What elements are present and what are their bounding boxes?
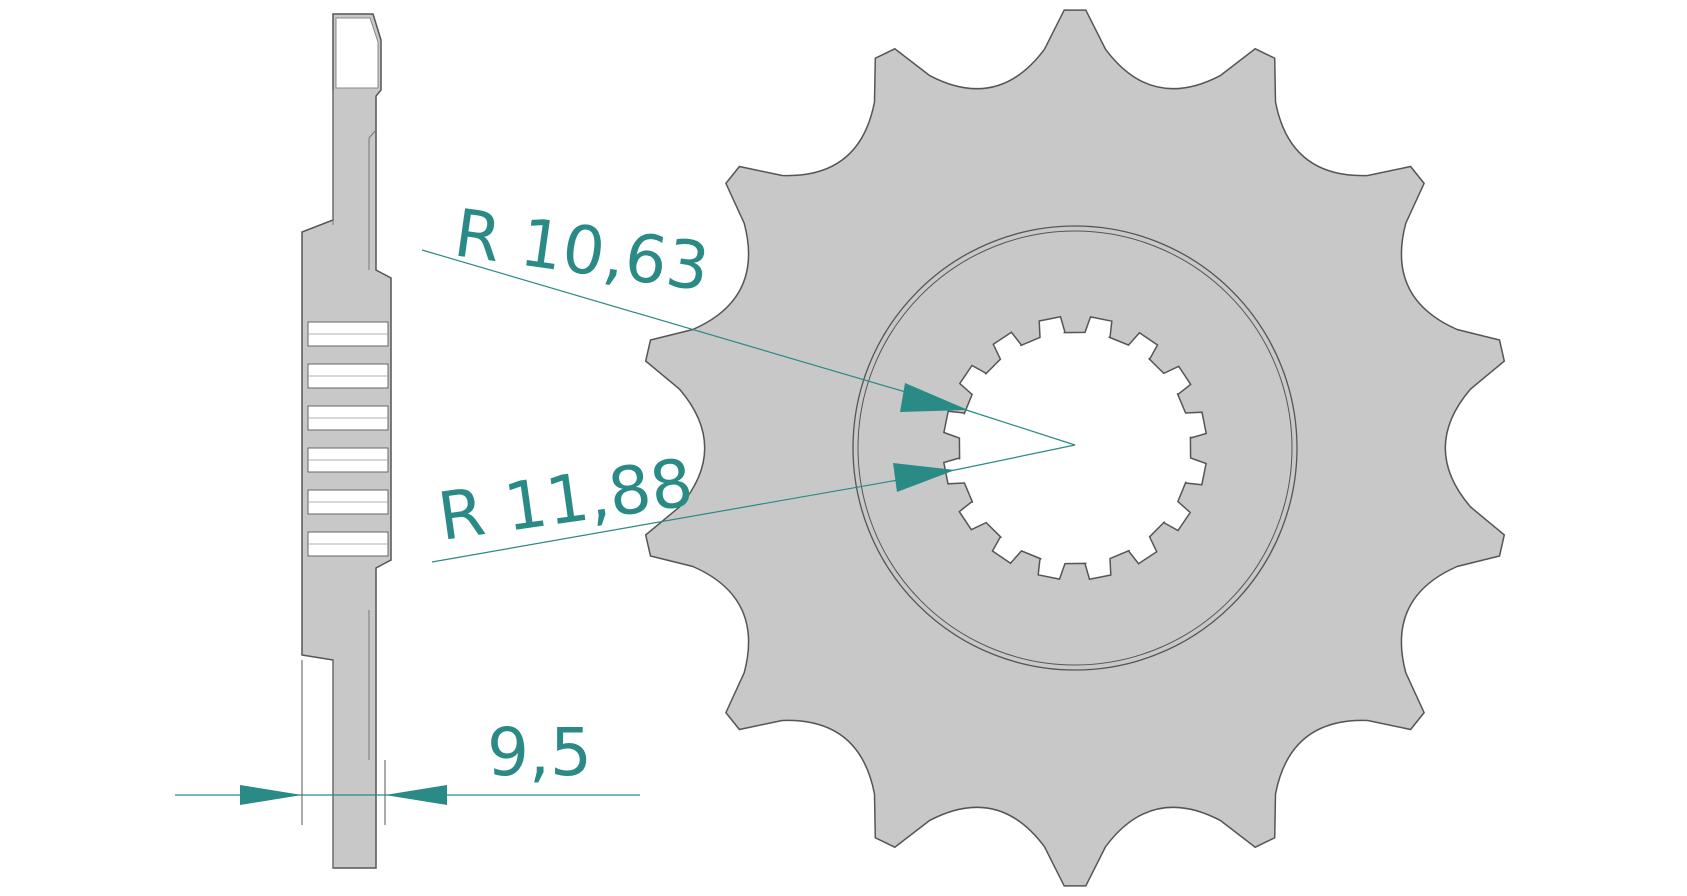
radius-inner-label: R 10,63 bbox=[450, 195, 714, 307]
side-view-body bbox=[301, 13, 392, 869]
dimension-arrowhead-right bbox=[385, 785, 447, 805]
leader-line bbox=[421, 249, 961, 409]
spline-bore bbox=[942, 315, 1208, 581]
leader-arrowhead bbox=[900, 383, 968, 412]
thickness-label: 9,5 bbox=[487, 714, 592, 791]
side-view-spline-slots bbox=[307, 321, 389, 557]
leader-line bbox=[431, 469, 956, 563]
thickness-dimension: 9,5 bbox=[175, 660, 640, 825]
side-view-tooth-tip bbox=[335, 17, 379, 89]
hub-ring-inner bbox=[857, 230, 1293, 666]
side-view-edge-line bbox=[368, 129, 377, 139]
leader-arrowhead bbox=[893, 463, 955, 492]
sprocket-front-view bbox=[644, 9, 1506, 887]
leader-line bbox=[959, 407, 1076, 446]
hub-ring-outer bbox=[852, 225, 1298, 671]
sprocket-side-view bbox=[301, 13, 392, 869]
leader-line bbox=[954, 444, 1076, 471]
dimension-arrowhead-left bbox=[240, 785, 302, 805]
